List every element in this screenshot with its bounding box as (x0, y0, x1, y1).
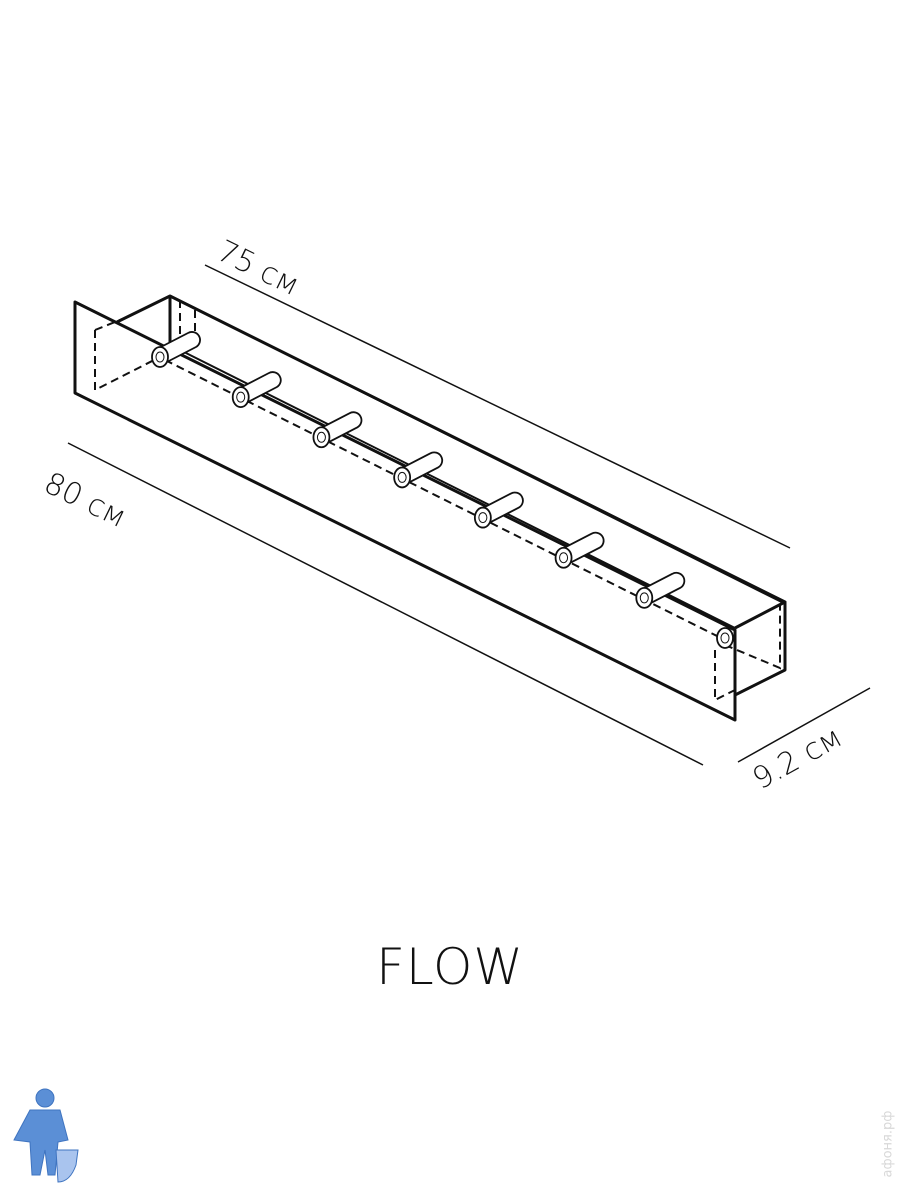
hook (151, 331, 201, 368)
product-title: FLOW (376, 938, 524, 996)
dimension-line-9-2 (737, 687, 871, 763)
hook (716, 627, 734, 649)
dimension-lines (67, 264, 871, 766)
hooks (151, 331, 734, 649)
dimension-label-75: 75 см (211, 234, 304, 304)
hook (393, 451, 444, 489)
dimension-line-80 (67, 442, 704, 766)
watermark: афоня.рф (880, 1110, 896, 1178)
hook (635, 571, 686, 609)
dimension-line-75 (204, 264, 791, 549)
hook (554, 531, 605, 569)
hidden-lines (94, 300, 781, 702)
logo-plumber-icon (13, 1088, 79, 1183)
dimension-label-80: 80 см (38, 466, 131, 536)
hook (473, 491, 524, 529)
shelf-outline (73, 294, 787, 722)
hook (312, 411, 363, 449)
hook (231, 371, 282, 409)
dimension-label-9-2: 9.2 см (747, 720, 848, 797)
